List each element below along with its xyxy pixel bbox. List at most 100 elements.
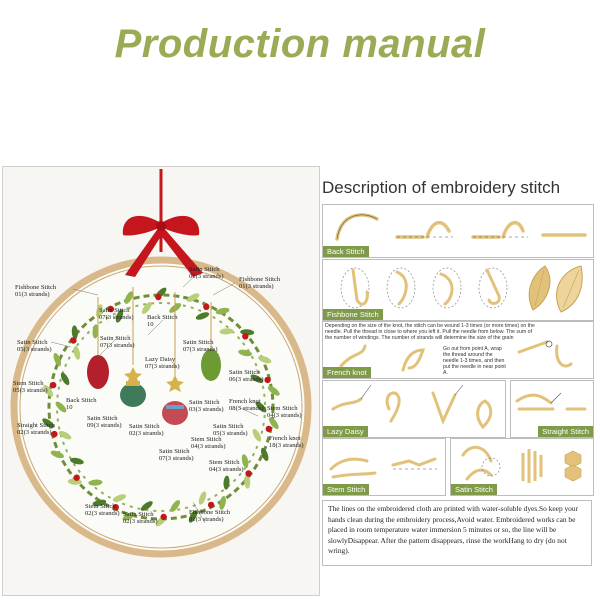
lazy-daisy-panel: Lazy Daisy <box>322 380 506 438</box>
label-leader-lines <box>50 272 259 524</box>
back-stitch-tag: Back Stitch <box>323 246 369 257</box>
wreath-leaf <box>58 430 72 440</box>
wreath-leaf <box>219 496 226 510</box>
wreath-leaf <box>70 457 84 465</box>
wreath-leaf <box>50 450 64 459</box>
wreath-leaf <box>115 309 124 323</box>
wreath-leaf <box>238 349 252 357</box>
wreath-berry <box>265 425 272 433</box>
wreath-leaf <box>60 372 70 386</box>
wreath-leaf <box>43 384 54 397</box>
french-knot-instructions-right: Go out from point A, wrap the thread aro… <box>443 346 506 376</box>
back-stitch-diagram <box>335 213 587 241</box>
fishbone-diagram <box>340 265 583 313</box>
wreath-berries <box>50 293 272 521</box>
wreath-leaf <box>188 510 198 523</box>
wreath-leaf <box>252 428 262 442</box>
wreath-berry <box>107 305 115 313</box>
ornament-teal <box>120 383 146 407</box>
wreath-berry <box>51 430 58 438</box>
care-instructions: The lines on the embroidered cloth are p… <box>322 500 592 566</box>
description-title: Description of embroidery stitch <box>322 178 561 197</box>
wreath-leaf <box>260 447 269 462</box>
french-knot-tag: French knot <box>323 367 371 378</box>
wreath-berry <box>264 376 271 384</box>
wreath-berry <box>155 293 162 301</box>
wreath-berry <box>50 381 57 389</box>
ornament-green <box>201 349 221 381</box>
lazy-daisy-tag: Lazy Daisy <box>323 426 368 437</box>
satin-stitch-diagram <box>461 445 582 483</box>
wreath-leaf <box>241 454 249 468</box>
wreath-leaf <box>92 499 107 507</box>
wreath-leaf <box>223 475 230 490</box>
french-knot-instructions-left: Depending on the size of the knot, the s… <box>325 323 535 341</box>
wreath-berry <box>112 504 119 511</box>
wreath-berry <box>207 501 215 509</box>
hoop-illustration <box>10 169 312 558</box>
wreath-leaf <box>219 328 234 335</box>
straight-stitch-panel: Straight Stitch <box>510 380 594 438</box>
satin-stitch-panel: Satin Stitch <box>450 438 594 496</box>
wreath-leaf <box>215 307 230 315</box>
stem-stitch-tag: Stem Stitch <box>323 484 370 495</box>
wreath-leaf <box>170 500 181 512</box>
ornament-red <box>87 355 109 389</box>
wreath-leaf <box>195 312 210 320</box>
wreath-leaf <box>73 346 81 360</box>
stem-stitch-diagram <box>329 457 437 479</box>
ornaments <box>87 287 221 425</box>
wreath-leaf <box>250 374 264 384</box>
lazy-daisy-diagram <box>331 384 493 430</box>
wreath-berry <box>203 303 210 310</box>
ornament-pink <box>162 401 188 425</box>
wreath-berry <box>70 337 77 344</box>
wreath-berry <box>242 333 249 340</box>
wreath-leaf <box>186 293 200 302</box>
wreath-leaf <box>92 324 99 339</box>
wreath-berry <box>245 470 252 477</box>
wreath-leaf <box>198 491 207 505</box>
fishbone-tag: Fishbone Stitch <box>323 309 383 320</box>
wreath-leaf <box>71 325 78 340</box>
wreath-leaf <box>88 479 103 486</box>
wreath-leaves <box>42 287 280 527</box>
wreath-leaf <box>122 512 136 521</box>
fishbone-panel: Fishbone Stitch <box>322 259 594 321</box>
wreath-berry <box>73 474 80 481</box>
wreath-berry <box>160 513 167 521</box>
wreath-leaf <box>112 494 127 502</box>
wreath-leaf <box>268 417 279 430</box>
wreath-leaf <box>42 418 55 429</box>
wreath-leaf <box>141 302 152 314</box>
wreath-leaf <box>124 291 134 304</box>
stem-stitch-panel: Stem Stitch <box>322 438 446 496</box>
wreath-leaf <box>53 352 62 367</box>
wreath-leaf <box>258 355 272 364</box>
wreath-leaf <box>244 474 251 489</box>
